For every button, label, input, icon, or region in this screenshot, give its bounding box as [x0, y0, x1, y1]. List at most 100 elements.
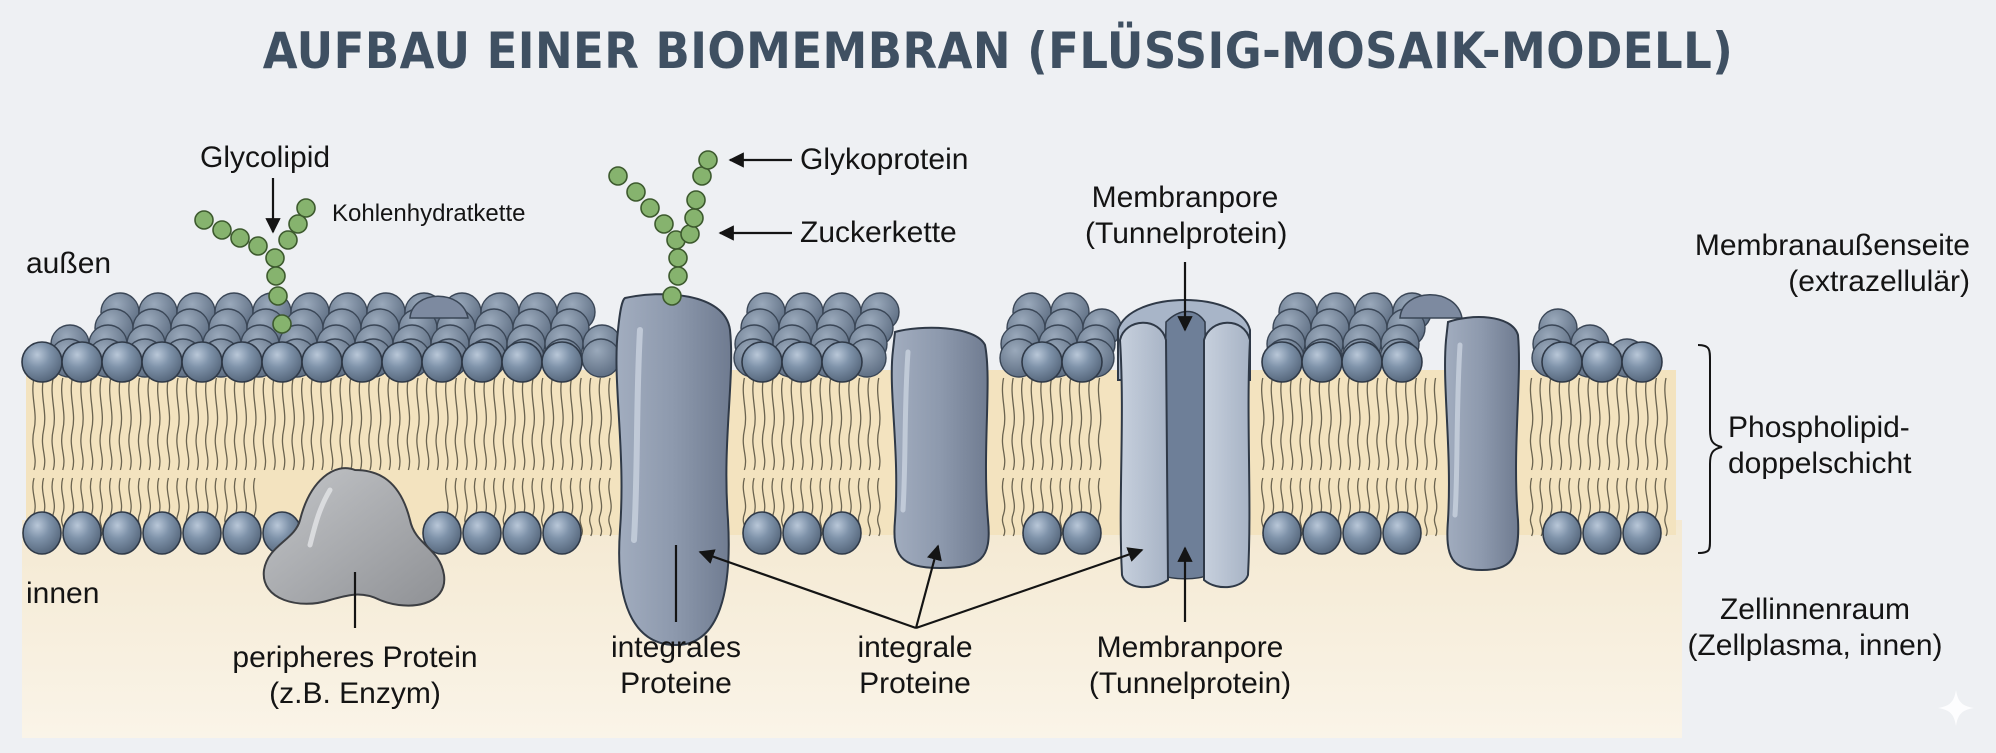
lipid-tail — [1568, 377, 1572, 471]
lipid-head — [1541, 341, 1583, 383]
surface-protein-bump — [1399, 294, 1463, 319]
lipid-tail — [608, 377, 612, 471]
lipid-head — [1542, 511, 1582, 555]
lipid-tail — [1289, 377, 1294, 471]
lipid-tail — [1635, 377, 1639, 471]
lipid-tail — [1424, 477, 1428, 537]
lipid-tail — [1433, 477, 1438, 537]
lipid-head — [541, 341, 583, 383]
lipid-head — [61, 341, 103, 383]
lipid-tail — [1577, 377, 1582, 471]
sugar-bead — [686, 190, 706, 210]
lipid-tail — [1001, 377, 1006, 471]
label-membrane-outer: Membranaußenseite (extrazellulär) — [1600, 228, 1970, 300]
pore-top-line2: (Tunnelprotein) — [1085, 217, 1288, 250]
lipid-tail — [262, 377, 267, 471]
sugar-bead — [248, 236, 268, 256]
integral-2-line1: integrale — [857, 631, 973, 664]
lipid-tail — [1270, 377, 1275, 471]
lipid-tail — [550, 377, 555, 471]
diagram-title: AUFBAU EINER BIOMEMBRAN (FLÜSSIG-MOSAIK-… — [262, 22, 1734, 80]
lipid-head — [781, 341, 823, 383]
lipid-tail — [598, 477, 603, 537]
lipid-head — [1341, 341, 1383, 383]
surface-protein-bump — [409, 295, 469, 319]
peripheral-protein-line2: (z.B. Enzym) — [269, 677, 441, 710]
lipid-tail — [502, 377, 507, 471]
lipid-tail — [579, 377, 583, 471]
lipid-tail — [838, 377, 843, 471]
lipid-tail — [800, 377, 804, 471]
lipid-tail — [1597, 377, 1601, 471]
sugar-bead — [268, 286, 288, 306]
lipid-tail — [109, 377, 113, 471]
peripheral-protein-line1: peripheres Protein — [232, 641, 478, 674]
integral-arrow-right — [915, 547, 1144, 630]
lipid-tail — [397, 377, 401, 471]
lipid-tail — [809, 377, 814, 471]
lipid-head — [1581, 341, 1623, 383]
lipid-tail — [1664, 377, 1668, 471]
lipid-tail — [867, 377, 871, 471]
pore-bottom-line1: Membranpore — [1096, 631, 1284, 664]
lipid-tail — [1299, 377, 1303, 471]
peripheral-protein — [262, 467, 446, 607]
lipid-tail — [1021, 377, 1025, 471]
sugar-bead — [230, 228, 250, 248]
integral-arrow-middle — [914, 544, 942, 629]
lipid-tail — [1433, 377, 1438, 471]
lipid-tail — [598, 377, 603, 471]
lipid-head — [141, 341, 183, 383]
lipid-tail — [1366, 377, 1371, 471]
lipid-tail — [464, 377, 468, 471]
lipid-tail — [176, 377, 180, 471]
lipid-tail — [1299, 477, 1303, 537]
lipid-tail — [771, 377, 775, 471]
integral-1-line2: Proteine — [620, 667, 732, 700]
lipid-tail — [819, 377, 823, 471]
cell-interior-line2: (Zellplasma, innen) — [1687, 629, 1943, 662]
lipid-tail — [51, 377, 55, 471]
outer-leaflet-heads — [21, 341, 1663, 383]
lipid-tail — [377, 377, 382, 471]
bilayer-line1: Phospholipid- — [1728, 411, 1910, 444]
sugar-bead — [640, 198, 660, 218]
lipid-tail — [61, 377, 65, 471]
lipid-head — [741, 341, 783, 383]
lipid-tail — [829, 377, 833, 471]
lipid-tail — [473, 377, 478, 471]
lipid-tail — [1318, 377, 1323, 471]
lipid-head — [102, 511, 142, 555]
lipid-tail — [1539, 477, 1543, 537]
lipid-tail — [99, 377, 103, 471]
lipid-tail — [877, 377, 881, 471]
lipid-tail — [579, 477, 583, 537]
lipid-tail — [1414, 377, 1419, 471]
lipid-tail — [1030, 377, 1035, 471]
label-bilayer: Phospholipid- doppelschicht — [1728, 410, 1911, 482]
sugar-bead — [680, 224, 700, 244]
lipid-tail — [1357, 377, 1361, 471]
sugar-bead — [194, 210, 214, 230]
label-outside: außen — [26, 247, 112, 280]
lipid-tail — [1059, 477, 1063, 537]
lipid-tail — [80, 377, 84, 471]
lipid-tail — [1337, 377, 1342, 471]
lipid-tail — [445, 377, 449, 471]
lipid-tail — [291, 377, 295, 471]
integral-arrow-left — [698, 549, 917, 630]
lipid-tail — [166, 377, 171, 471]
lipid-head — [21, 341, 63, 383]
lipid-tail — [589, 377, 593, 471]
bilayer-line2: doppelschicht — [1728, 447, 1912, 480]
lipid-head — [1262, 511, 1302, 555]
membrane-outer-line1: Membranaußenseite — [1694, 229, 1970, 262]
lipid-tail — [329, 377, 334, 471]
label-glycoprotein: Glykoprotein — [800, 143, 969, 176]
lipid-head — [501, 341, 543, 383]
lipid-tail — [1385, 377, 1390, 471]
sugar-bead — [265, 248, 285, 268]
lipid-tail — [493, 377, 497, 471]
lipid-head — [462, 511, 502, 555]
lipid-tail — [1059, 377, 1063, 471]
